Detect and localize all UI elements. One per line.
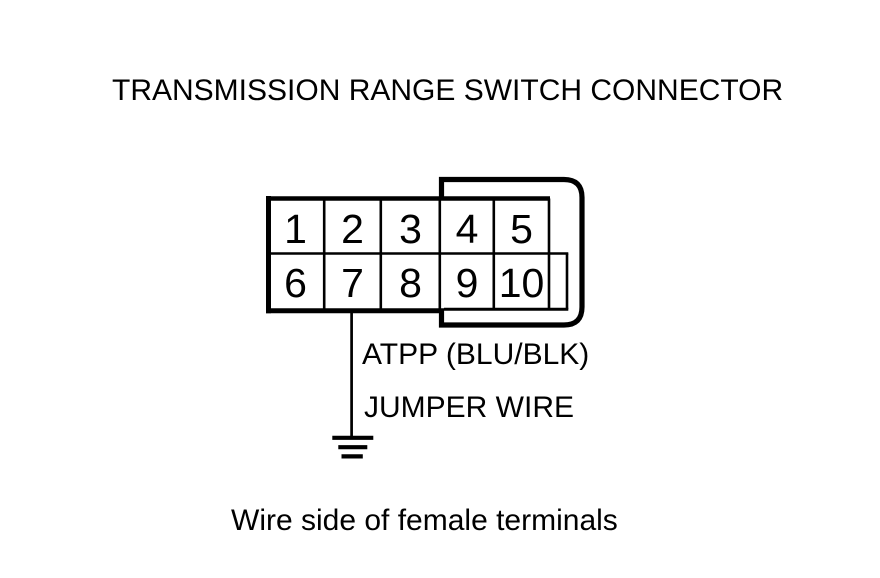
terminal-3: 3	[399, 205, 422, 252]
connector-body-outline	[438, 176, 585, 328]
terminal-2: 2	[341, 205, 364, 252]
terminal-9: 9	[455, 259, 479, 306]
jumper-wire-label: JUMPER WIRE	[364, 391, 574, 424]
terminal-5: 5	[510, 205, 533, 252]
ground-icon	[332, 435, 374, 459]
terminal-10: 10	[498, 259, 545, 306]
terminal-6: 6	[284, 259, 307, 306]
terminal-1: 1	[284, 205, 307, 252]
terminal-8: 8	[399, 259, 422, 306]
wire-signal-label: ATPP (BLU/BLK)	[362, 338, 590, 371]
terminal-4: 4	[455, 205, 479, 252]
view-caption: Wire side of female terminals	[231, 504, 618, 537]
diagram-title: TRANSMISSION RANGE SWITCH CONNECTOR	[112, 74, 784, 107]
terminal-7: 7	[341, 259, 364, 306]
